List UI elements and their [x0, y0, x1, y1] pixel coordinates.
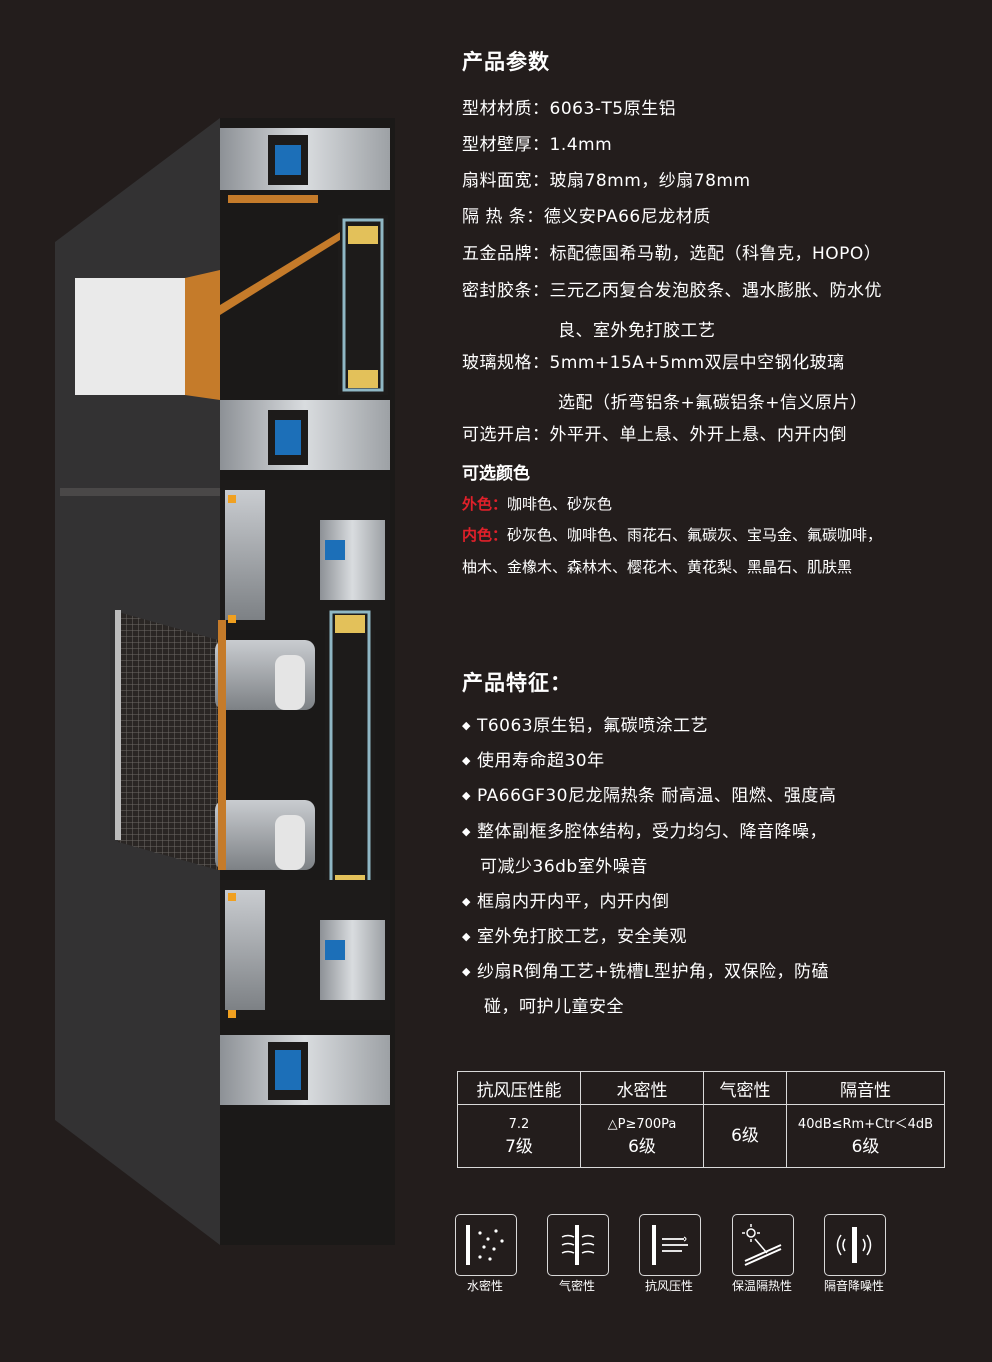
sound-insulation-icon	[824, 1214, 886, 1276]
table-header-row: 抗风压性能 水密性 气密性 隔音性	[457, 1071, 945, 1105]
icon-label: 隔音降噪性	[823, 1279, 884, 1293]
param-row: 五金品牌：标配德国希马勒，选配（科鲁克，HOPO）	[462, 244, 882, 264]
insulation-icon	[732, 1214, 794, 1276]
inner-colors-cont: 柚木、金橡木、森林木、樱花木、黄花梨、黑晶石、肌肤黑	[462, 558, 853, 576]
param-row: 扇料面宽：玻扇78mm，纱扇78mm	[462, 171, 751, 191]
outer-colors: 外色：咖啡色、砂灰色	[462, 495, 613, 513]
feature-item: ◆框扇内开内平，内开内倒	[462, 892, 670, 912]
water-tight-icon	[455, 1214, 517, 1276]
params-title: 产品参数	[462, 50, 550, 74]
feature-item: ◆T6063原生铝，氟碳喷涂工艺	[462, 716, 709, 736]
wind-pressure-icon	[639, 1214, 701, 1276]
colors-title: 可选颜色	[462, 464, 530, 484]
feature-item: ◆PA66GF30尼龙隔热条 耐高温、阻燃、强度高	[462, 786, 837, 806]
table-cell: 6级	[703, 1104, 787, 1168]
param-row: 玻璃规格：5mm+15A+5mm双层中空钢化玻璃	[462, 353, 845, 373]
feature-item-cont: 可减少36db室外噪音	[480, 857, 648, 877]
feature-item: ◆纱扇R倒角工艺+铣槽L型护角，双保险，防磕	[462, 962, 829, 982]
features-title: 产品特征：	[462, 671, 572, 695]
feature-item: ◆室外免打胶工艺，安全美观	[462, 927, 687, 947]
param-row-cont: 选配（折弯铝条+氟碳铝条+信义原片）	[558, 393, 868, 413]
top-opening	[75, 278, 185, 395]
table-header: 隔音性	[786, 1071, 945, 1105]
feature-item: ◆整体副框多腔体结构，受力均匀、降音降噪，	[462, 822, 827, 842]
table-header: 水密性	[580, 1071, 704, 1105]
param-row: 型材壁厚：1.4mm	[462, 135, 613, 155]
icon-label: 抗风压性	[644, 1279, 693, 1293]
param-row: 密封胶条：三元乙丙复合发泡胶条、遇水膨胀、防水优	[462, 281, 882, 301]
table-header: 气密性	[703, 1071, 787, 1105]
param-row: 隔 热 条：德义安PA66尼龙材质	[462, 207, 711, 227]
icon-label: 气密性	[558, 1279, 595, 1293]
air-tight-icon	[547, 1214, 609, 1276]
param-row: 可选开启：外平开、单上悬、外开上悬、内开内倒	[462, 425, 847, 445]
window-profile-illustration	[55, 118, 395, 1245]
param-row: 型材材质：6063-T5原生铝	[462, 99, 677, 119]
feature-item: ◆使用寿命超30年	[462, 751, 605, 771]
table-header: 抗风压性能	[457, 1071, 581, 1105]
icon-label: 保温隔热性	[731, 1279, 792, 1293]
screen-mesh	[118, 612, 218, 870]
feature-item-cont: 碰，呵护儿童安全	[484, 997, 624, 1017]
param-row-cont: 良、室外免打胶工艺	[558, 321, 716, 341]
inner-colors: 内色：砂灰色、咖啡色、雨花石、氟碳灰、宝马金、氟碳咖啡，	[462, 526, 883, 544]
icon-label: 水密性	[466, 1279, 503, 1293]
